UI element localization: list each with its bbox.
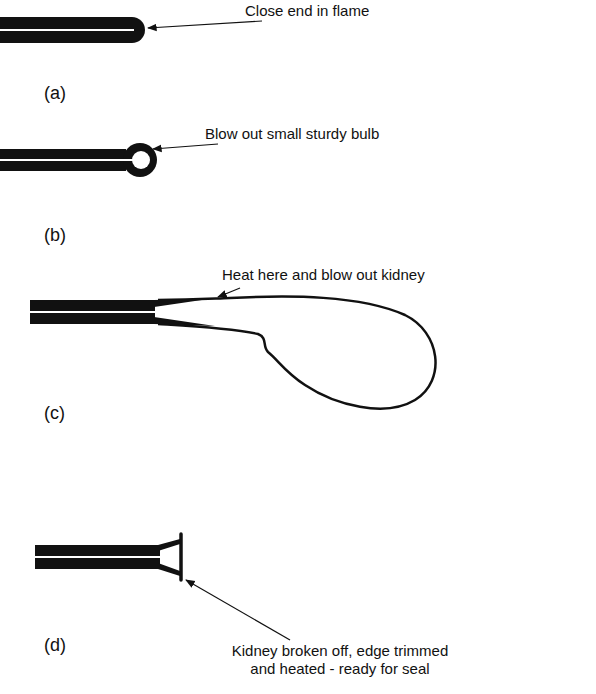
leader-arrow	[218, 288, 240, 297]
step-letter: (a)	[44, 84, 66, 102]
tube-kidney	[30, 297, 436, 409]
step-note: Kidney broken off, edge trimmed and heat…	[220, 642, 460, 678]
tube-trimmed-edge	[35, 534, 181, 580]
leader-arrow	[186, 580, 290, 640]
step-note: Blow out small sturdy bulb	[205, 125, 379, 143]
step-letter: (d)	[44, 636, 66, 654]
tube-closed-end	[0, 17, 145, 43]
step-note: Close end in flame	[245, 2, 369, 20]
step-letter: (c)	[44, 404, 65, 422]
step-note: Heat here and blow out kidney	[222, 266, 425, 284]
tube-small-bulb	[0, 143, 157, 177]
leader-arrow	[153, 144, 218, 149]
leader-arrow	[148, 21, 262, 28]
step-letter: (b)	[44, 226, 66, 244]
